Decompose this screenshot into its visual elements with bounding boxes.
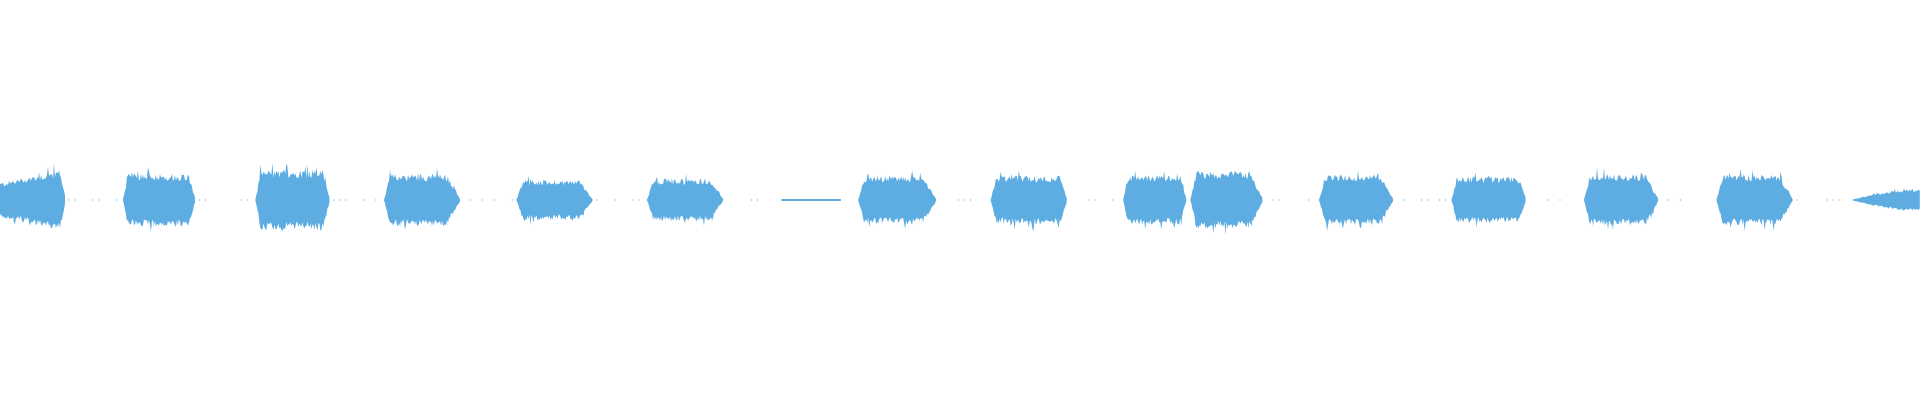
waveform-burst	[516, 175, 593, 226]
waveform-burst	[858, 170, 937, 229]
waveform-noise	[596, 199, 598, 201]
waveform-noise	[375, 199, 377, 201]
waveform-segment	[516, 175, 593, 226]
waveform-burst	[122, 167, 195, 232]
waveform-noise	[511, 199, 513, 201]
waveform-noise	[98, 199, 100, 201]
waveform-burst	[1584, 167, 1658, 230]
waveform-noise	[632, 199, 634, 201]
waveform-noise	[1420, 199, 1423, 201]
waveform-burst	[1716, 168, 1793, 232]
waveform-noise	[1444, 199, 1447, 201]
waveform-burst	[990, 171, 1067, 231]
waveform-noise	[1112, 199, 1114, 201]
waveform-noise	[1308, 199, 1310, 201]
waveform-noise	[1667, 199, 1670, 201]
waveform-segment	[1190, 171, 1263, 236]
waveform-noise	[1559, 199, 1561, 201]
waveform-noise	[92, 199, 94, 201]
waveform-segment	[384, 168, 460, 231]
waveform-segment	[122, 167, 195, 232]
waveform-burst	[1852, 188, 1920, 211]
waveform-noise	[198, 199, 200, 201]
waveform-noise	[481, 199, 483, 201]
waveform-noise	[638, 199, 640, 201]
waveform-noise	[1838, 199, 1840, 201]
waveform-segment	[1852, 188, 1920, 211]
waveform-burst	[1319, 170, 1393, 232]
waveform-noise	[68, 199, 70, 201]
waveform-noise	[756, 199, 758, 201]
waveform-burst	[0, 163, 65, 229]
waveform-noise	[958, 199, 960, 201]
waveform-noise	[1088, 199, 1090, 201]
waveform-noise	[116, 199, 118, 201]
waveform-segment	[1123, 170, 1187, 230]
waveform-noise	[333, 199, 335, 201]
waveform-segment	[858, 170, 937, 229]
waveform-noise	[1402, 199, 1405, 201]
waveform-noise	[1426, 199, 1429, 201]
waveform-noise	[750, 199, 752, 201]
waveform-flat-line	[781, 199, 841, 201]
waveform-segment	[0, 163, 65, 229]
waveform-noise	[1832, 199, 1834, 201]
waveform-segment	[990, 171, 1067, 231]
waveform-segment	[1584, 167, 1658, 230]
waveform-segment	[1319, 170, 1393, 232]
waveform-segment	[647, 173, 723, 226]
waveform-noise	[1272, 199, 1274, 201]
waveform-noise	[204, 199, 206, 201]
waveform-noise	[240, 199, 242, 201]
waveform-noise	[1547, 199, 1549, 201]
waveform-noise	[493, 199, 495, 201]
waveform-noise	[339, 199, 341, 201]
waveform-noise	[1679, 199, 1682, 201]
waveform-segment	[255, 162, 330, 232]
waveform-noise	[246, 199, 248, 201]
waveform-noise	[1796, 199, 1798, 201]
waveform-noise	[1826, 199, 1828, 201]
waveform-noise	[1094, 199, 1096, 201]
waveform-noise	[1438, 199, 1441, 201]
waveform-noise	[469, 199, 471, 201]
waveform-burst	[1123, 170, 1187, 230]
waveform-noise	[345, 199, 347, 201]
waveform-burst	[384, 168, 460, 231]
waveform-noise	[970, 199, 972, 201]
waveform-noise	[964, 199, 966, 201]
waveform-segment	[1451, 172, 1526, 228]
waveform-noise	[614, 199, 616, 201]
waveform-burst	[647, 173, 723, 226]
waveform-noise	[363, 199, 365, 201]
waveform-noise	[1278, 199, 1280, 201]
waveform-segment	[1716, 168, 1793, 232]
waveform-burst	[1190, 171, 1263, 236]
waveform-noise	[74, 199, 76, 201]
waveform-segment	[781, 199, 841, 201]
waveform-burst	[1451, 172, 1526, 228]
waveform-burst	[255, 162, 330, 232]
